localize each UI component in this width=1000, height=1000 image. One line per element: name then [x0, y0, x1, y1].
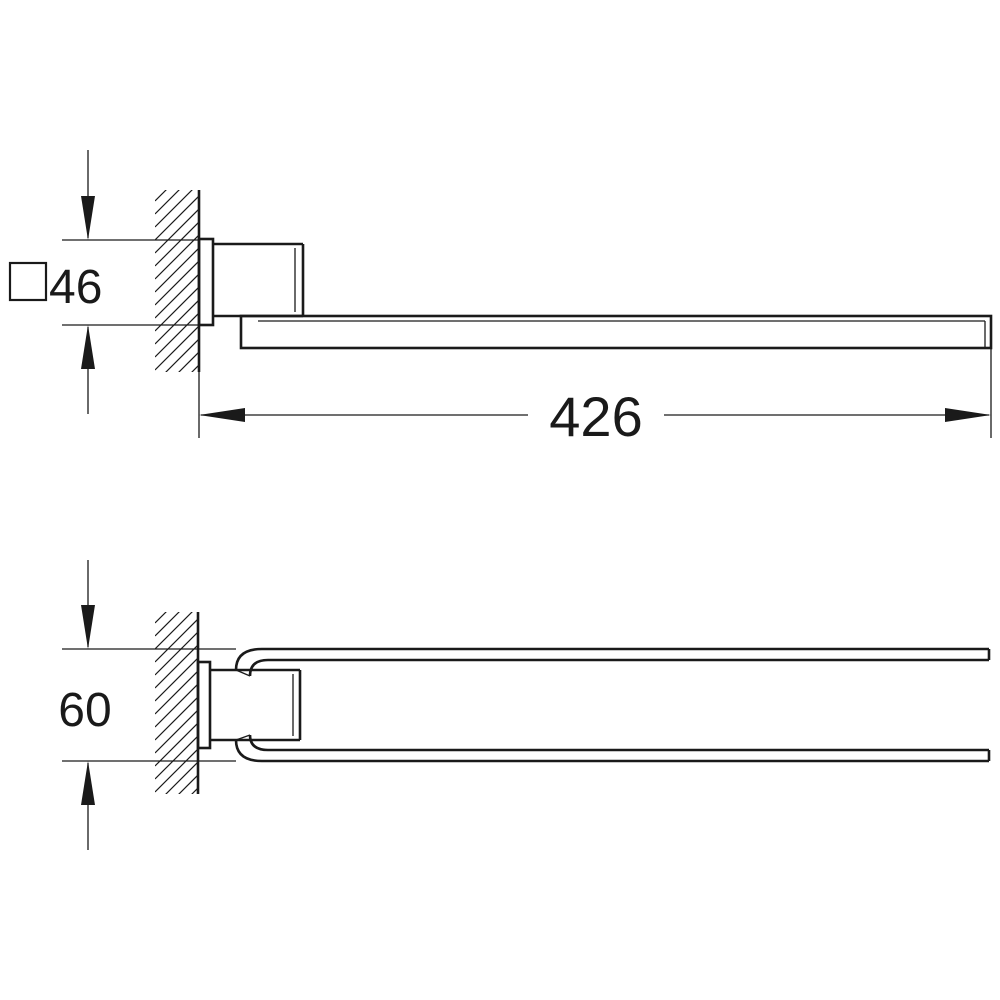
hatch-line	[155, 612, 167, 624]
hatch-line	[155, 552, 200, 597]
hatch-line	[155, 748, 198, 793]
square-symbol-icon	[8, 261, 48, 302]
hatch-line	[165, 339, 198, 372]
hatch-line	[155, 631, 198, 676]
hatch-line	[155, 416, 200, 461]
hatch-line	[155, 618, 198, 663]
wall-flange-bottom	[196, 660, 212, 750]
hatch-line	[155, 670, 198, 715]
hatch-line	[191, 365, 198, 372]
hatch-line	[178, 352, 198, 372]
hatch-line	[155, 403, 200, 448]
hatch-line	[155, 143, 200, 188]
hatch-line	[155, 313, 198, 358]
hatch-line	[155, 851, 200, 896]
hatch-line	[178, 774, 198, 794]
hatch-line	[155, 825, 200, 870]
wall-hatching-bottom	[155, 552, 200, 896]
hatch-line	[155, 222, 198, 267]
hatch-line	[155, 565, 200, 610]
hatch-line	[155, 248, 198, 293]
hatch-line	[155, 261, 198, 306]
dimension-426: 426	[198, 348, 992, 448]
hatch-line	[155, 274, 198, 319]
hatch-line	[155, 390, 200, 435]
wall-flange-top	[197, 237, 215, 327]
holder-body-bottom	[210, 668, 302, 742]
hatch-line	[155, 377, 200, 422]
hatch-line	[155, 799, 200, 844]
hatch-line	[191, 787, 198, 794]
towel-bar-top	[239, 314, 993, 350]
hatch-line	[155, 709, 198, 754]
hatch-line	[155, 683, 198, 728]
hatch-line	[155, 190, 167, 202]
hatch-line	[155, 326, 198, 371]
hatch-line	[155, 657, 198, 702]
hatch-line	[155, 722, 198, 767]
length-dimension-label: 426	[549, 385, 642, 448]
hatch-line	[155, 235, 198, 280]
hatch-line	[155, 209, 198, 254]
hatch-line	[155, 644, 198, 689]
hatch-line	[155, 130, 200, 175]
hatch-line	[165, 761, 198, 794]
hatch-line	[155, 812, 200, 857]
holder-body-top	[213, 242, 305, 318]
hatch-line	[155, 287, 198, 332]
dimension-60: 60	[58, 560, 236, 850]
dimension-46: 46	[8, 150, 199, 414]
hatch-line	[155, 429, 200, 474]
hatch-line	[155, 300, 198, 345]
hatch-line	[155, 190, 180, 215]
hatch-line	[155, 696, 198, 741]
hatch-line	[155, 612, 180, 637]
hatch-line	[155, 190, 193, 228]
hatch-line	[155, 735, 198, 780]
bar-spacing-dimension-label: 60	[58, 684, 111, 737]
hatch-line	[155, 196, 198, 241]
towel-bars-front	[234, 647, 991, 763]
hatch-line	[155, 612, 193, 650]
front-view: 60	[58, 552, 991, 896]
top-view: 46 426	[8, 130, 993, 474]
hatch-line	[155, 838, 200, 883]
flange-dimension-label: 46	[49, 261, 102, 314]
wall-hatching-top	[155, 130, 201, 474]
